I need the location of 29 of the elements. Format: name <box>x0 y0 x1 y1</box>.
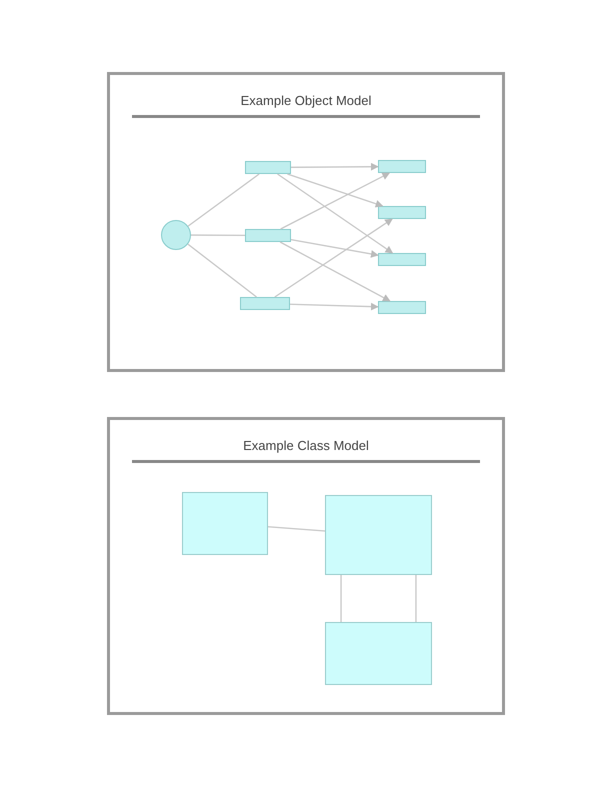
connector-line <box>280 172 390 230</box>
object-box <box>378 206 426 219</box>
object-box <box>378 301 426 314</box>
connector-line <box>274 218 393 298</box>
connector-line <box>280 241 391 302</box>
connector-line <box>277 173 394 254</box>
slide-frame <box>107 417 505 715</box>
slide-title: Example Class Model <box>242 438 370 453</box>
connector-line <box>187 244 257 298</box>
object-box <box>378 160 426 173</box>
connector-line <box>290 302 379 310</box>
object-box <box>378 253 426 266</box>
connector-line <box>415 575 417 622</box>
connector-line <box>340 575 342 622</box>
connector-line <box>291 162 379 171</box>
object-circle <box>161 220 191 250</box>
object-box <box>240 297 290 310</box>
class-box <box>182 492 268 555</box>
object-box <box>245 229 291 242</box>
connector-line <box>290 238 379 258</box>
connector-line <box>268 526 326 532</box>
slide-title: Example Object Model <box>240 93 372 108</box>
object-box <box>245 161 291 174</box>
connector-line <box>287 173 384 208</box>
connector-line <box>188 173 260 227</box>
class-box <box>325 622 432 685</box>
connector-line <box>191 234 245 236</box>
slide-frame <box>107 72 505 372</box>
class-box <box>325 495 432 575</box>
